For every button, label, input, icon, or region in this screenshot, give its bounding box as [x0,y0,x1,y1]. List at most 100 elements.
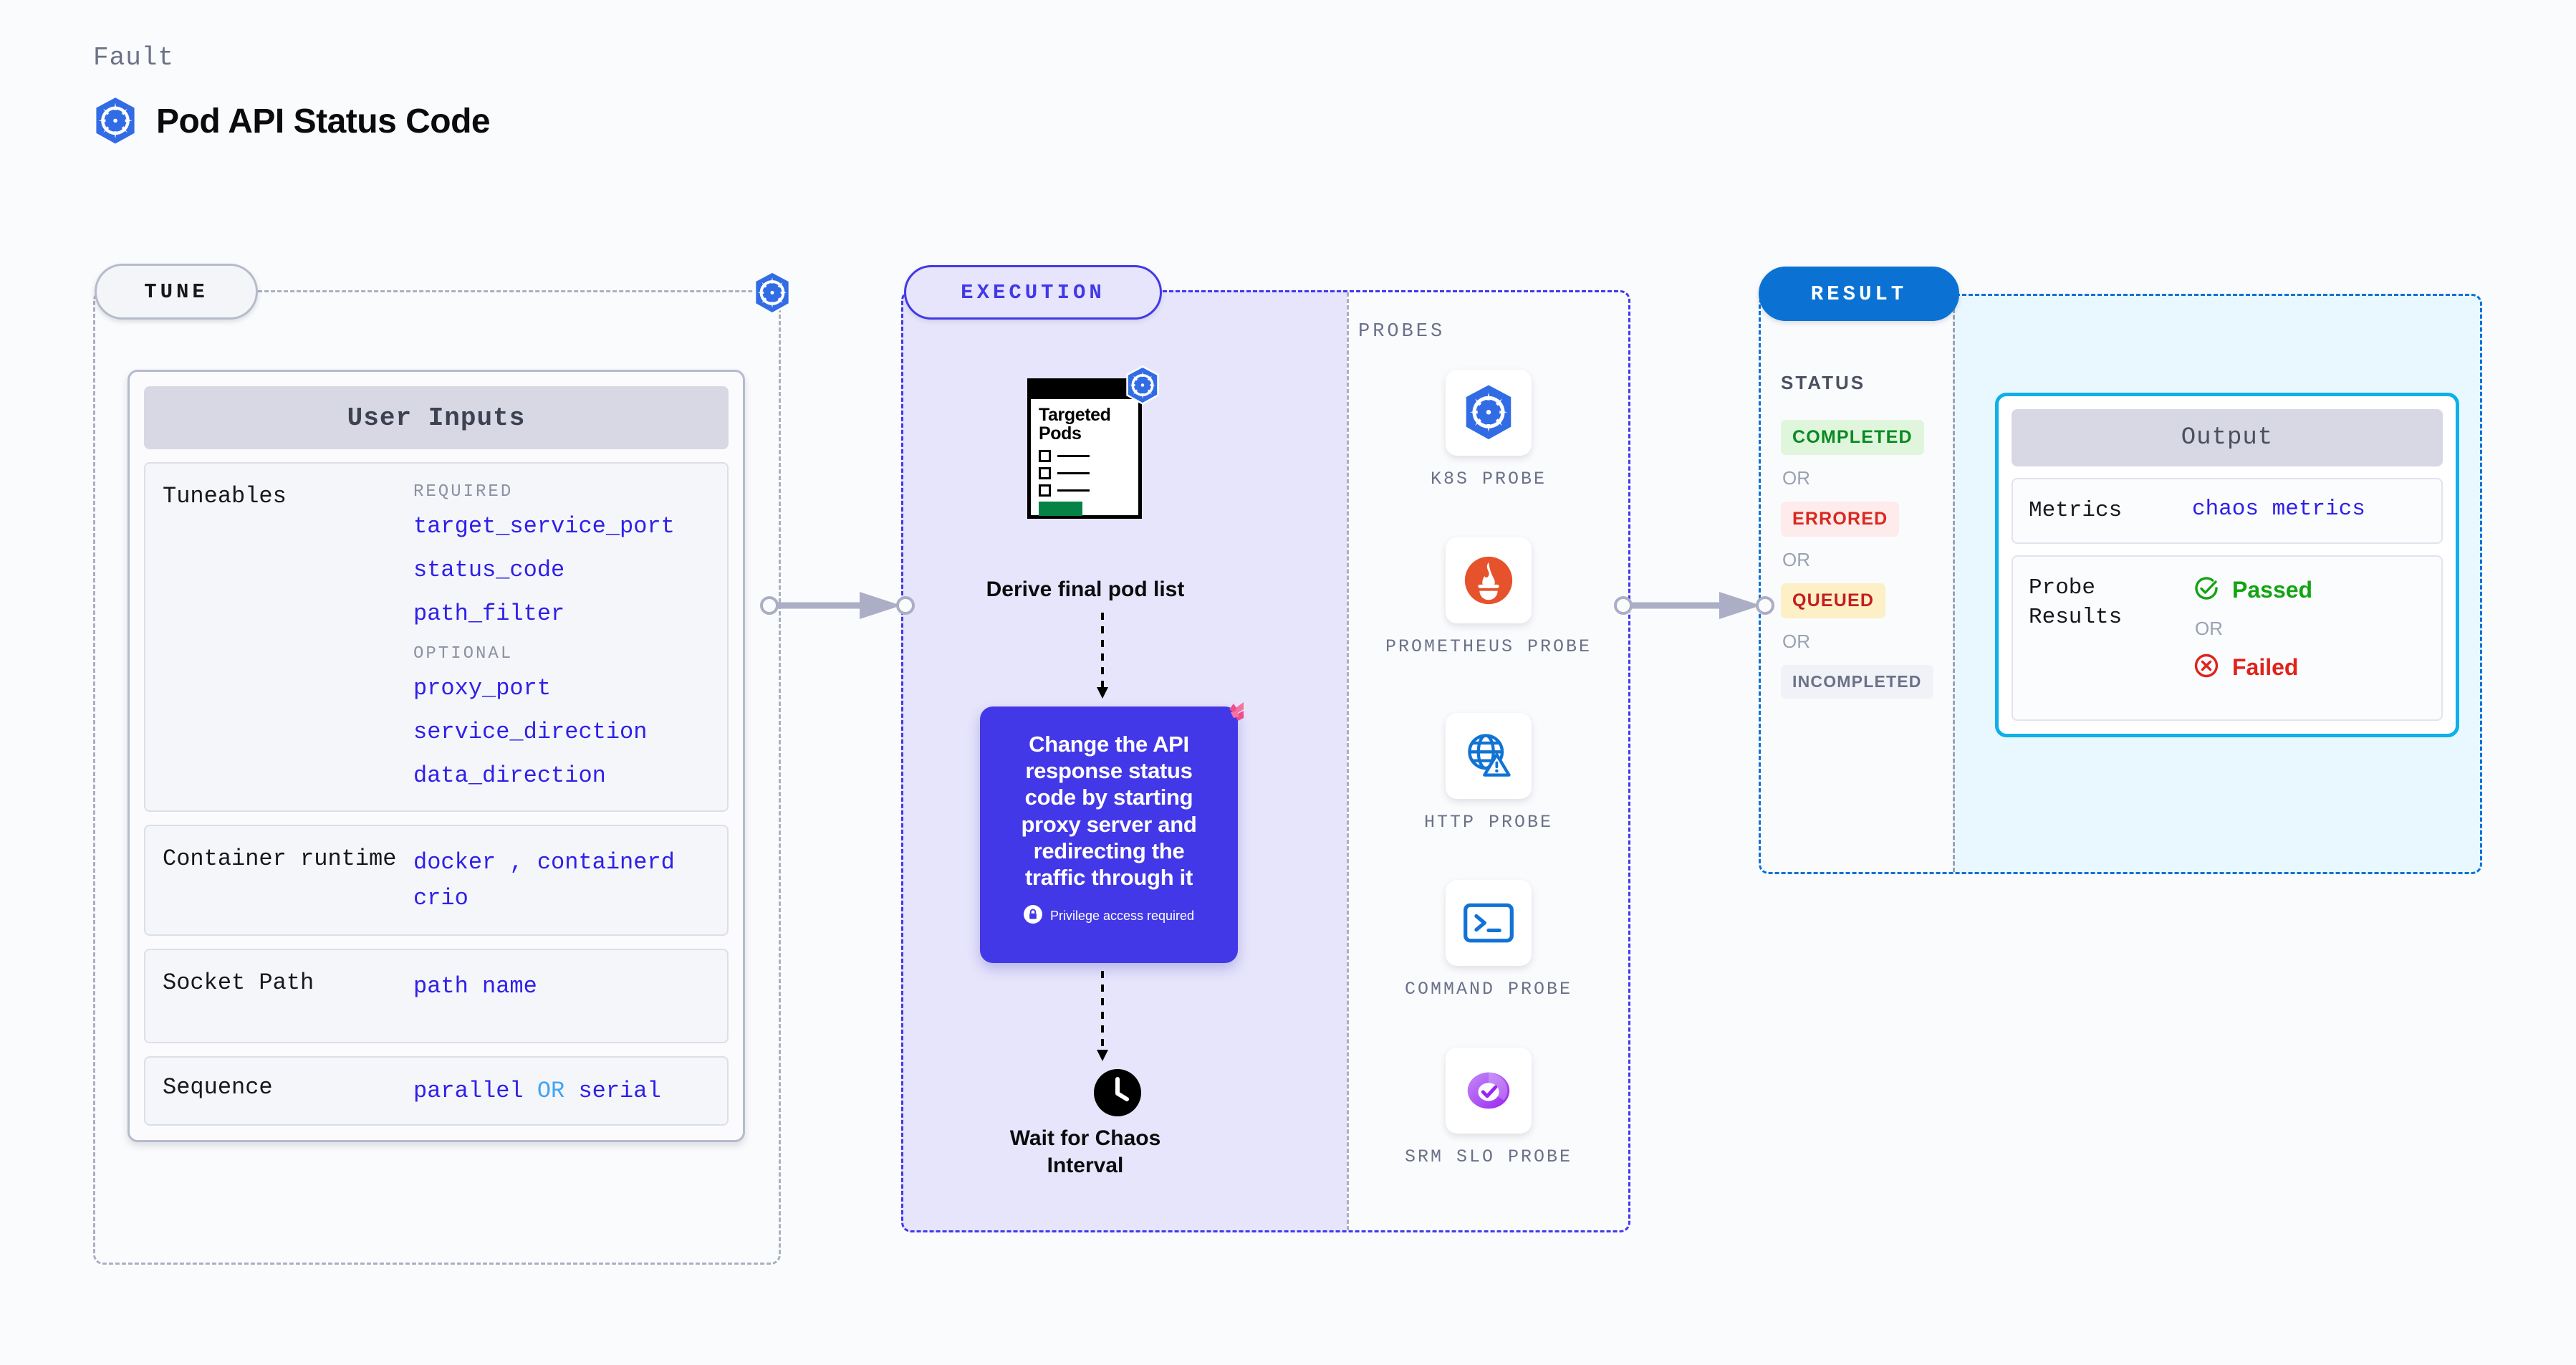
lock-icon [1023,905,1042,927]
privilege-note-text: Privilege access required [1049,909,1195,924]
targeted-pods-card: Targeted Pods [1027,365,1159,519]
metrics-value: chaos metrics [2192,497,2365,522]
probes-divider [1347,292,1349,1230]
sequence-value: parallel OR serial [413,1073,710,1109]
sequence-label: Sequence [163,1073,273,1101]
tuneable-path-filter[interactable]: path_filter [413,600,565,627]
user-inputs-card: User Inputs Tuneables REQUIRED target_se… [128,370,745,1143]
tuneables-optional-heading: OPTIONAL [413,644,514,664]
status-badge-queued: QUEUED [1781,583,1886,618]
chaos-action-card: Change the API response status code by s… [980,702,1244,963]
list-item [1039,449,1130,462]
probe-results-row: Probe Results Passed OR [2012,555,2443,722]
derive-final-pod-list-label: Derive final pod list [986,578,1185,601]
checkbox-icon [1039,449,1051,462]
stage-pill-tune[interactable]: TUNE [95,264,258,320]
probe-command[interactable]: COMMAND PROBE [1381,880,1596,1002]
probe-result-failed: Failed [2192,651,2312,684]
tuneable-target-service-port[interactable]: target_service_port [413,513,675,540]
srm-slo-donut-check-icon [1446,1048,1532,1134]
pods-progress-bar [1039,501,1082,516]
page-header: Fault Pod API Status Code [93,43,491,145]
tuneable-service-direction[interactable]: service_direction [413,719,648,745]
user-inputs-title: User Inputs [144,386,729,449]
kubernetes-icon [93,97,138,145]
probe-command-label: COMMAND PROBE [1404,979,1573,1000]
probe-result-passed: Passed [2192,574,2312,606]
probe-srm-slo-label: SRM SLO PROBE [1404,1146,1573,1167]
list-item [1039,484,1130,497]
probe-srm-slo[interactable]: SRM SLO PROBE [1381,1048,1596,1169]
sequence-parallel: parallel [413,1077,524,1104]
placeholder-line [1057,454,1090,457]
pods-card-titlebar [1031,382,1138,399]
title-row: Pod API Status Code [93,97,491,145]
probes-title: PROBES [1358,321,1446,343]
output-title: Output [2012,409,2443,466]
chaos-action-text: Change the API response status code by s… [1021,732,1197,890]
tuneable-data-direction[interactable]: data_direction [413,762,606,789]
container-runtime-label: Container runtime [163,846,397,872]
probe-prometheus[interactable]: PROMETHEUS PROBE [1381,537,1596,659]
socket-path-label: Socket Path [163,969,314,997]
prometheus-icon [1446,537,1532,623]
container-runtime-panel: Container runtime docker , containerd cr… [144,825,729,937]
runtime-crio: crio [413,884,468,911]
fault-kicker: Fault [93,43,175,72]
tuneable-proxy-port[interactable]: proxy_port [413,675,552,701]
pods-checklist [1039,449,1130,497]
sequence-serial: serial [578,1077,661,1104]
flow-arrow-action-to-wait [1097,971,1108,1061]
probe-results-label: Probe Results [2029,575,2123,630]
tuneables-required-heading: REQUIRED [413,482,514,502]
probe-passed-label: Passed [2232,577,2313,603]
result-stage-container [1759,294,2482,874]
connector-execution-to-result [1614,592,1774,619]
status-badge-incompleted: INCOMPLETED [1781,665,1933,699]
probe-failed-label: Failed [2232,654,2299,681]
tuneables-label: Tuneables [163,483,287,509]
tuneables-panel: Tuneables REQUIRED target_service_port s… [144,462,729,812]
kubernetes-icon [752,270,792,319]
probe-k8s[interactable]: K8S PROBE [1381,370,1596,492]
pods-card-title: Targeted Pods [1039,405,1111,444]
sequence-operator: OR [537,1077,565,1104]
metrics-label: Metrics [2029,498,2123,523]
placeholder-line [1057,489,1090,492]
terminal-icon [1446,880,1532,966]
stage-pill-execution[interactable]: EXECUTION [904,265,1162,320]
socket-path-value: path name [413,973,537,1000]
tune-stage-container [93,290,781,1265]
status-badge-errored: ERRORED [1781,502,1900,537]
checkbox-icon [1039,484,1051,497]
runtime-separator: , [509,849,524,876]
stage-pill-result[interactable]: RESULT [1759,267,1959,321]
runtime-containerd: containerd [537,849,675,876]
wait-for-chaos-interval-label: Wait for Chaos Interval [1009,1126,1161,1177]
status-title: STATUS [1781,372,1866,393]
probe-prometheus-label: PROMETHEUS PROBE [1385,636,1592,657]
result-divider [1953,296,1955,872]
execution-stage-container [901,290,1630,1232]
sequence-panel: Sequence parallel OR serial [144,1055,729,1126]
status-list: COMPLETED OR ERRORED OR QUEUED OR INCOMP… [1781,420,1946,699]
connector-tune-to-execution [760,592,915,619]
kubernetes-icon [1446,370,1532,456]
check-circle-icon [2192,574,2221,606]
runtime-docker: docker [413,849,496,876]
probe-http[interactable]: HTTP PROBE [1381,713,1596,835]
output-card: Output Metrics chaos metrics Probe Resul… [1995,393,2459,738]
socket-path-panel: Socket Path path name [144,949,729,1043]
status-or-2: OR [1782,549,1810,570]
kubernetes-icon [1125,365,1160,409]
harness-logo-icon [1212,699,1245,736]
flow-arrow-derive-to-action [1097,613,1108,699]
list-item [1039,466,1130,479]
metrics-row: Metrics chaos metrics [2012,478,2443,545]
http-globe-warning-icon [1446,713,1532,799]
placeholder-line [1057,471,1090,474]
tuneable-status-code[interactable]: status_code [413,557,565,583]
probe-k8s-label: K8S PROBE [1430,469,1547,489]
probe-result-or: OR [2195,618,2223,640]
status-badge-completed: COMPLETED [1781,420,1924,455]
